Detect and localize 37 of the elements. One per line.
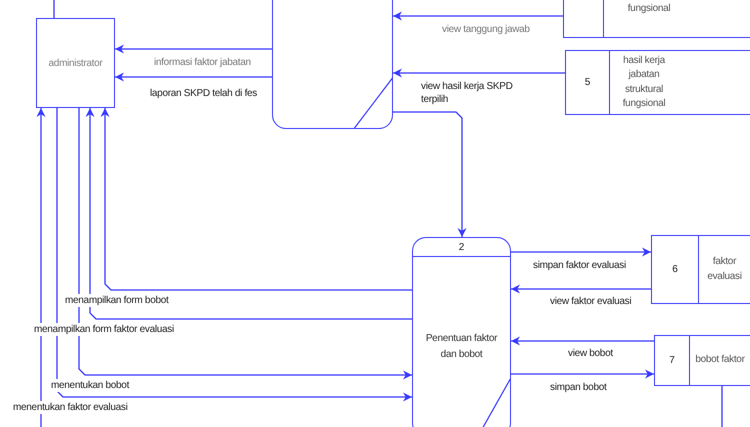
edge-label: informasi faktor jabatan (153, 56, 252, 69)
data-store (565, 50, 750, 115)
flow-arrow (511, 336, 654, 346)
flow-arrow (511, 248, 651, 256)
store-number: 7 (669, 355, 675, 366)
flow-arrow (115, 44, 272, 54)
edge-label: menentukan bobot (50, 379, 130, 392)
store-number: 5 (584, 77, 590, 88)
edge-label: simpan faktor evaluasi (532, 259, 627, 272)
edge-label: simpan bobot (549, 381, 608, 394)
process-number: 2 (413, 238, 510, 257)
edge-label: menampilkan form faktor evaluasi (33, 323, 175, 336)
store-name: hasil kerja jabatan struktural fungsional (622, 54, 666, 111)
process-name: Penentuan faktor dan bobot (424, 332, 498, 362)
flow-arrow (511, 284, 651, 294)
flow-arrow (393, 68, 565, 78)
store-name: bobot faktor (695, 353, 745, 368)
flow-arrow (115, 72, 272, 82)
store-number: 6 (672, 264, 678, 275)
flow-arrow (393, 111, 466, 237)
process-box (412, 237, 511, 427)
flow-arrow (393, 12, 563, 20)
process-box (272, 0, 393, 129)
flow-arrow (511, 370, 654, 378)
store-name: fungsional (628, 2, 670, 16)
flow-arrow (36, 108, 46, 427)
edge-label: menampilkan form bobot (64, 294, 170, 307)
entity-name: administrator (48, 58, 102, 68)
data-store (651, 235, 750, 304)
flow-arrow (86, 108, 412, 320)
data-store (654, 335, 750, 386)
store-name: faktor evaluasi (706, 255, 743, 284)
flow-arrow (100, 108, 412, 291)
edge-label: view tanggung jawab (441, 23, 531, 36)
edge-label: menentukan faktor evaluasi (12, 401, 128, 414)
edge-label: laporan SKPD telah di fes (149, 87, 258, 100)
entity-box (36, 18, 115, 108)
